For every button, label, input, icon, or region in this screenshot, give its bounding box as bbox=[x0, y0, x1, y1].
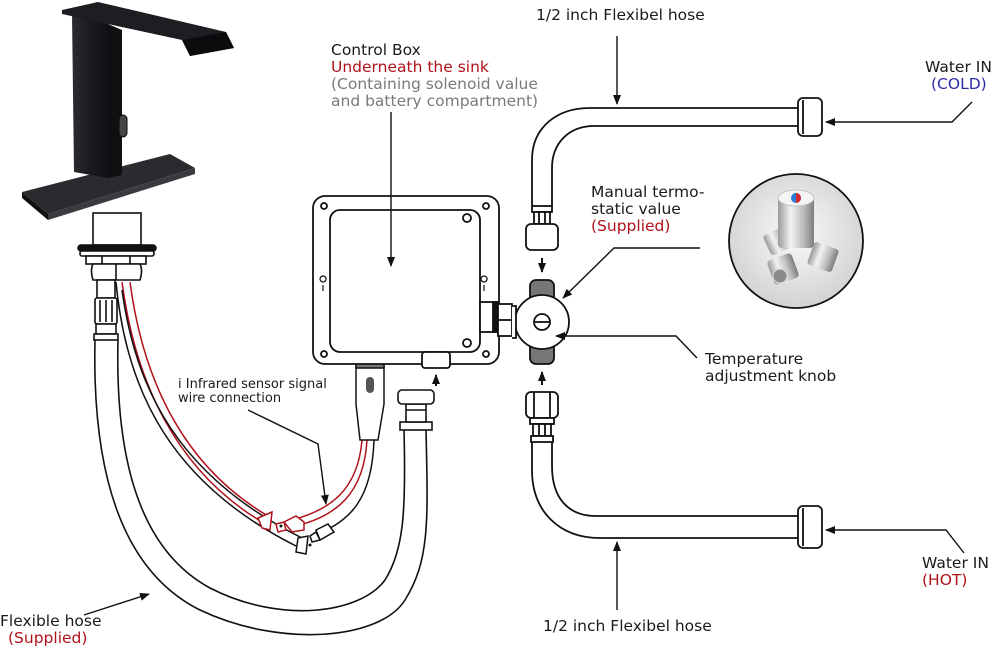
sensor-window-icon bbox=[118, 114, 128, 138]
hot-cold-indicator-icon bbox=[796, 193, 801, 203]
flexible-hose-tag: (Supplied) bbox=[8, 629, 88, 647]
flexible-hose-label: Flexible hose (Supplied) bbox=[0, 613, 102, 647]
mount-keyhole-icon bbox=[319, 275, 327, 291]
sensor-wire-label: i Infrared sensor signal wire connection bbox=[178, 378, 327, 406]
temperature-knob-line1: Temperature bbox=[705, 350, 804, 368]
bottom-hose-text: 1/2 inch Flexibel hose bbox=[543, 617, 712, 635]
control-box-title: Control Box bbox=[331, 41, 421, 59]
water-in-cold-tag: (COLD) bbox=[931, 75, 987, 93]
sensor-wire-line1: i Infrared sensor signal bbox=[178, 377, 327, 392]
temperature-knob-label: Temperature adjustment knob bbox=[705, 351, 836, 385]
faucet-flexible-hose bbox=[93, 339, 435, 636]
cold-water-hose bbox=[525, 97, 823, 251]
thermostatic-valve bbox=[512, 279, 570, 365]
temperature-knob-line2: adjustment knob bbox=[705, 367, 837, 385]
control-box-label: Control Box Underneath the sink (Contain… bbox=[331, 42, 538, 110]
cable-indicator-icon bbox=[366, 377, 374, 393]
water-in-hot-tag: (HOT) bbox=[922, 571, 968, 589]
water-in-cold-title: Water IN bbox=[925, 58, 992, 76]
thermostatic-valve-line1: Manual termo- bbox=[591, 183, 705, 201]
leader-lines bbox=[83, 36, 973, 616]
control-box-note-line2: and battery compartment) bbox=[331, 92, 539, 110]
thermostatic-valve-label: Manual termo- static value (Supplied) bbox=[591, 184, 704, 235]
water-in-hot-label: Water IN (HOT) bbox=[922, 555, 989, 589]
flexible-hose-title: Flexible hose bbox=[0, 612, 102, 630]
sensor-wire-line2: wire connection bbox=[178, 391, 282, 406]
top-hose-text: 1/2 inch Flexibel hose bbox=[536, 6, 705, 24]
thermostatic-valve-tag: (Supplied) bbox=[591, 217, 671, 235]
control-box-location: Underneath the sink bbox=[331, 58, 489, 76]
faucet-shank bbox=[77, 212, 157, 341]
water-in-cold-label: Water IN (COLD) bbox=[925, 59, 992, 93]
water-in-hot-title: Water IN bbox=[922, 554, 989, 572]
faucet bbox=[22, 2, 234, 220]
hot-water-hose bbox=[525, 391, 823, 549]
bottom-hose-label: 1/2 inch Flexibel hose bbox=[543, 618, 712, 635]
control-box-note-line1: (Containing solenoid value bbox=[331, 75, 538, 93]
mount-keyhole-icon bbox=[480, 275, 488, 291]
top-hose-label: 1/2 inch Flexibel hose bbox=[536, 7, 705, 24]
thermostatic-valve-line2: static value bbox=[591, 200, 681, 218]
valve-product-photo bbox=[728, 173, 864, 309]
control-box bbox=[312, 195, 513, 369]
